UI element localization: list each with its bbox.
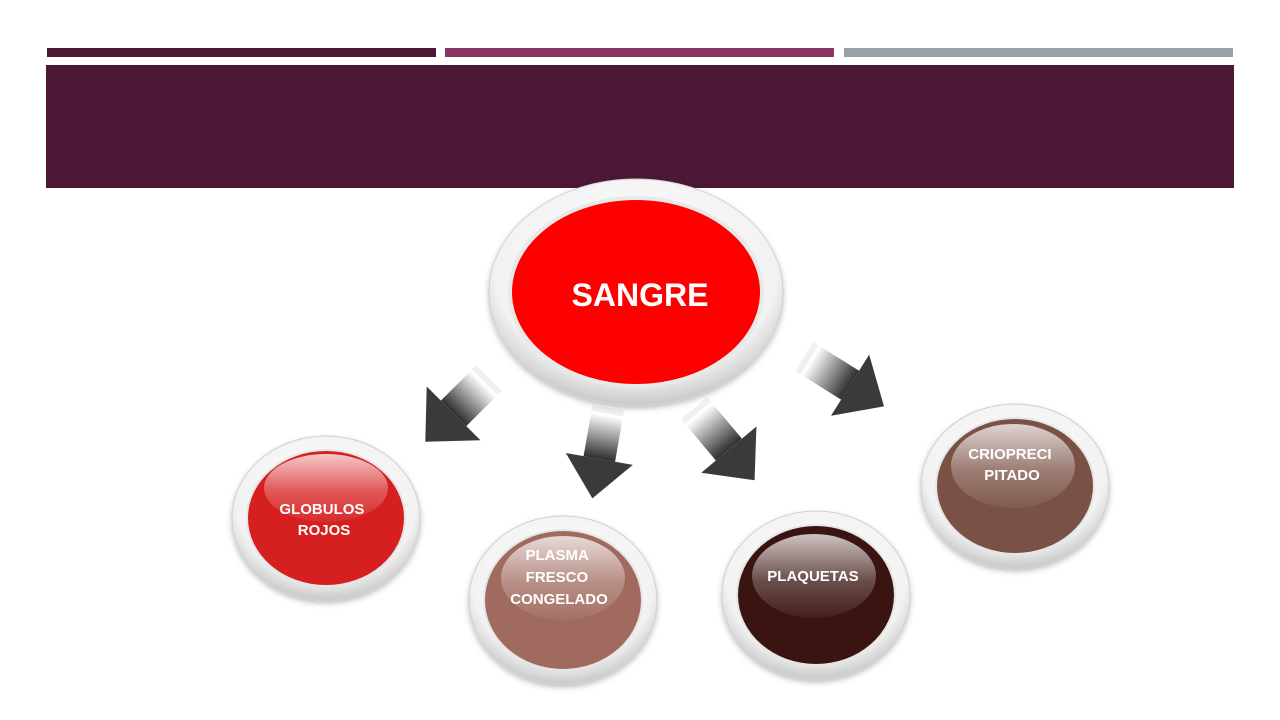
accent-bar-dark <box>47 48 436 57</box>
arrow-to-globulos <box>425 365 502 442</box>
accent-bar-gray <box>844 48 1233 57</box>
accent-bar-magenta <box>445 48 834 57</box>
plasma-label: PLASMA FRESCO CONGELADO <box>510 547 608 608</box>
arrow-to-crio <box>795 342 885 416</box>
globulos-label: GLOBULOS ROJOS <box>279 501 368 539</box>
sangre-label: SANGRE <box>572 277 709 313</box>
arrow-to-plasma <box>565 404 633 499</box>
node-plasma: PLASMA FRESCO CONGELADO <box>468 515 658 685</box>
arrow-to-plaquetas <box>681 397 757 481</box>
node-plaquetas: PLAQUETAS <box>721 510 911 680</box>
node-globulos-rojos: GLOBULOS ROJOS <box>231 435 421 601</box>
crio-label: CRIOPRECI PITADO <box>968 446 1056 484</box>
sangre-disc <box>512 200 760 384</box>
center-node-sangre: SANGRE <box>488 178 784 406</box>
plaquetas-label: PLAQUETAS <box>767 568 858 585</box>
node-crioprecipitado: CRIOPRECI PITADO <box>920 403 1110 569</box>
title-band <box>46 65 1234 188</box>
